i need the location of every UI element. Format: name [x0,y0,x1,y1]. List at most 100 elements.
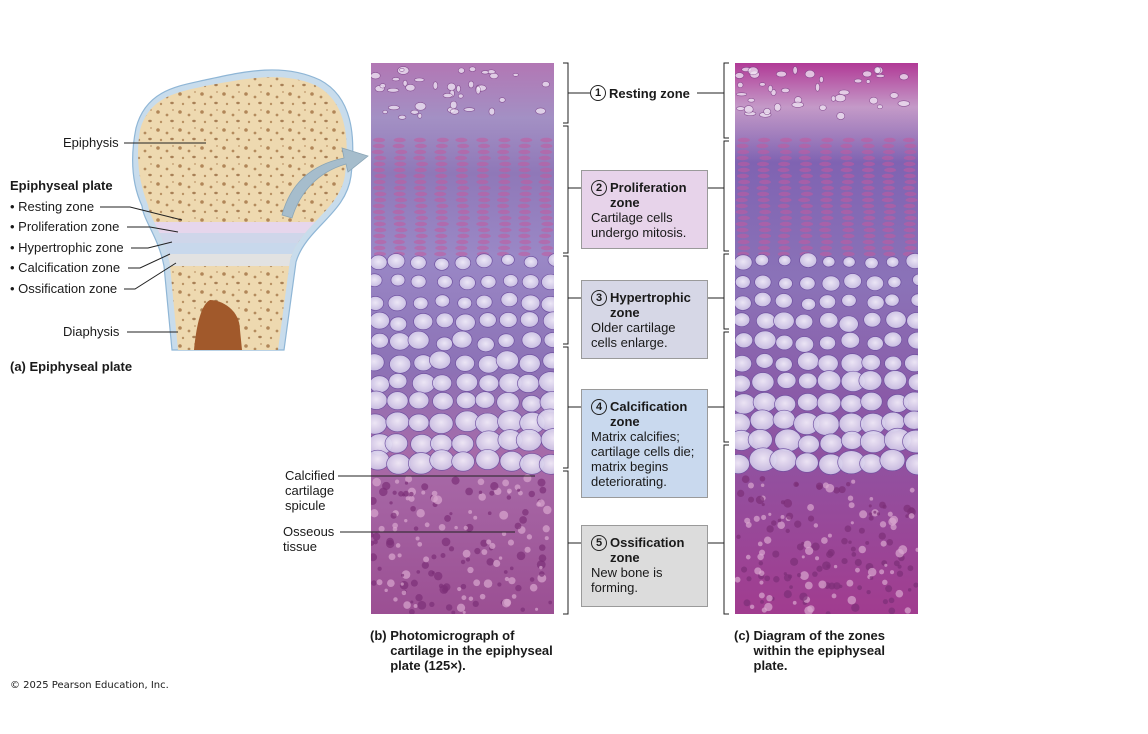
tissue-cell [414,209,427,215]
tissue-cell [472,600,479,607]
tissue-cell [868,515,874,521]
tissue-cell [863,312,882,328]
tissue-cell [413,604,418,608]
tissue-cell [414,77,425,82]
tissue-cell [417,541,423,547]
tissue-cell [428,570,435,577]
tissue-cell [403,601,411,609]
tissue-cell [735,454,750,475]
tissue-cell [779,197,792,203]
tissue-cell [436,203,449,209]
tissue-cell [393,137,406,143]
tissue-cell [478,490,483,495]
tissue-cell [800,203,813,209]
tissue-cell [904,179,917,185]
tissue-cell [873,510,877,514]
tissue-cell [435,312,454,329]
tissue-cell [738,215,751,221]
tissue-cell [777,518,782,523]
tissue-cell [373,137,386,143]
tissue-cell [800,245,813,251]
tissue-cell [392,209,405,215]
tissue-cell [799,167,812,173]
tissue-cell [860,391,883,412]
tissue-cell [864,256,879,270]
tissue-cell [883,215,896,221]
tissue-cell [882,179,895,185]
tissue-cell [873,66,881,74]
tissue-cell [421,561,429,569]
tissue-cell [487,511,492,516]
tissue-cell [540,296,554,313]
tissue-cell [907,331,918,350]
tissue-cell [460,583,467,590]
caption-b: (b) Photomicrograph of cartilage in the … [370,628,553,673]
tissue-cell [478,227,491,233]
tissue-cell [880,540,887,547]
tissue-cell [884,167,897,173]
tissue-cell [508,577,516,585]
tissue-cell [838,315,859,333]
tissue-cell [458,275,476,291]
tissue-cell [821,191,834,197]
tissue-cell [438,523,446,531]
tissue-cell [884,355,902,372]
tissue-cell [540,215,553,221]
tissue-cell [371,509,379,518]
tissue-cell [542,311,554,331]
tissue-cell [735,355,753,373]
tissue-cell [473,515,478,520]
tissue-cell [519,221,532,227]
tissue-cell [451,330,473,349]
tissue-cell [778,161,791,167]
tissue-cell [882,143,895,149]
tissue-cell [542,352,554,370]
tissue-cell [799,137,812,143]
tissue-cell [539,173,552,179]
tissue-cell [766,594,773,602]
tissue-cell [498,137,511,143]
tissue-cell [404,518,408,523]
tissue-cell [866,295,885,311]
panel-a-leaders [100,142,206,333]
tissue-cell [538,544,546,551]
tissue-cell [745,521,752,528]
tissue-cell [778,191,791,197]
tissue-cell [475,412,500,434]
tissue-cell [825,611,831,614]
tissue-cell [493,559,501,567]
tissue-cell [759,179,772,185]
tissue-cell [840,209,853,215]
tissue-cell [819,233,832,239]
tissue-cell [882,599,888,605]
tissue-cell [884,293,900,307]
tissue-cell [456,161,469,167]
tissue-cell [839,584,843,589]
tissue-cell [395,227,408,233]
tissue-cell [446,82,456,91]
tissue-cell [887,511,893,517]
zone-1-name: Resting zone [609,85,690,101]
tissue-cell [423,556,430,563]
tissue-cell [882,579,888,586]
tissue-cell [401,573,405,577]
zone-1-number: 1 [590,85,606,101]
tissue-cell [853,78,863,84]
tissue-cell [540,428,554,451]
tissue-cell [408,413,430,432]
tissue-cell [844,525,852,533]
tissue-cell [413,137,426,143]
tissue-cell [774,293,793,309]
tissue-cell [881,155,894,161]
tissue-cell [881,197,894,203]
tissue-cell [794,520,802,528]
tissue-cell [798,179,811,185]
tissue-cell [883,209,896,215]
tissue-cell [435,209,448,215]
tissue-cell [457,143,470,149]
tissue-cell [384,588,388,593]
tissue-cell [371,254,388,271]
tissue-cell [373,179,386,185]
tissue-cell [885,585,893,593]
